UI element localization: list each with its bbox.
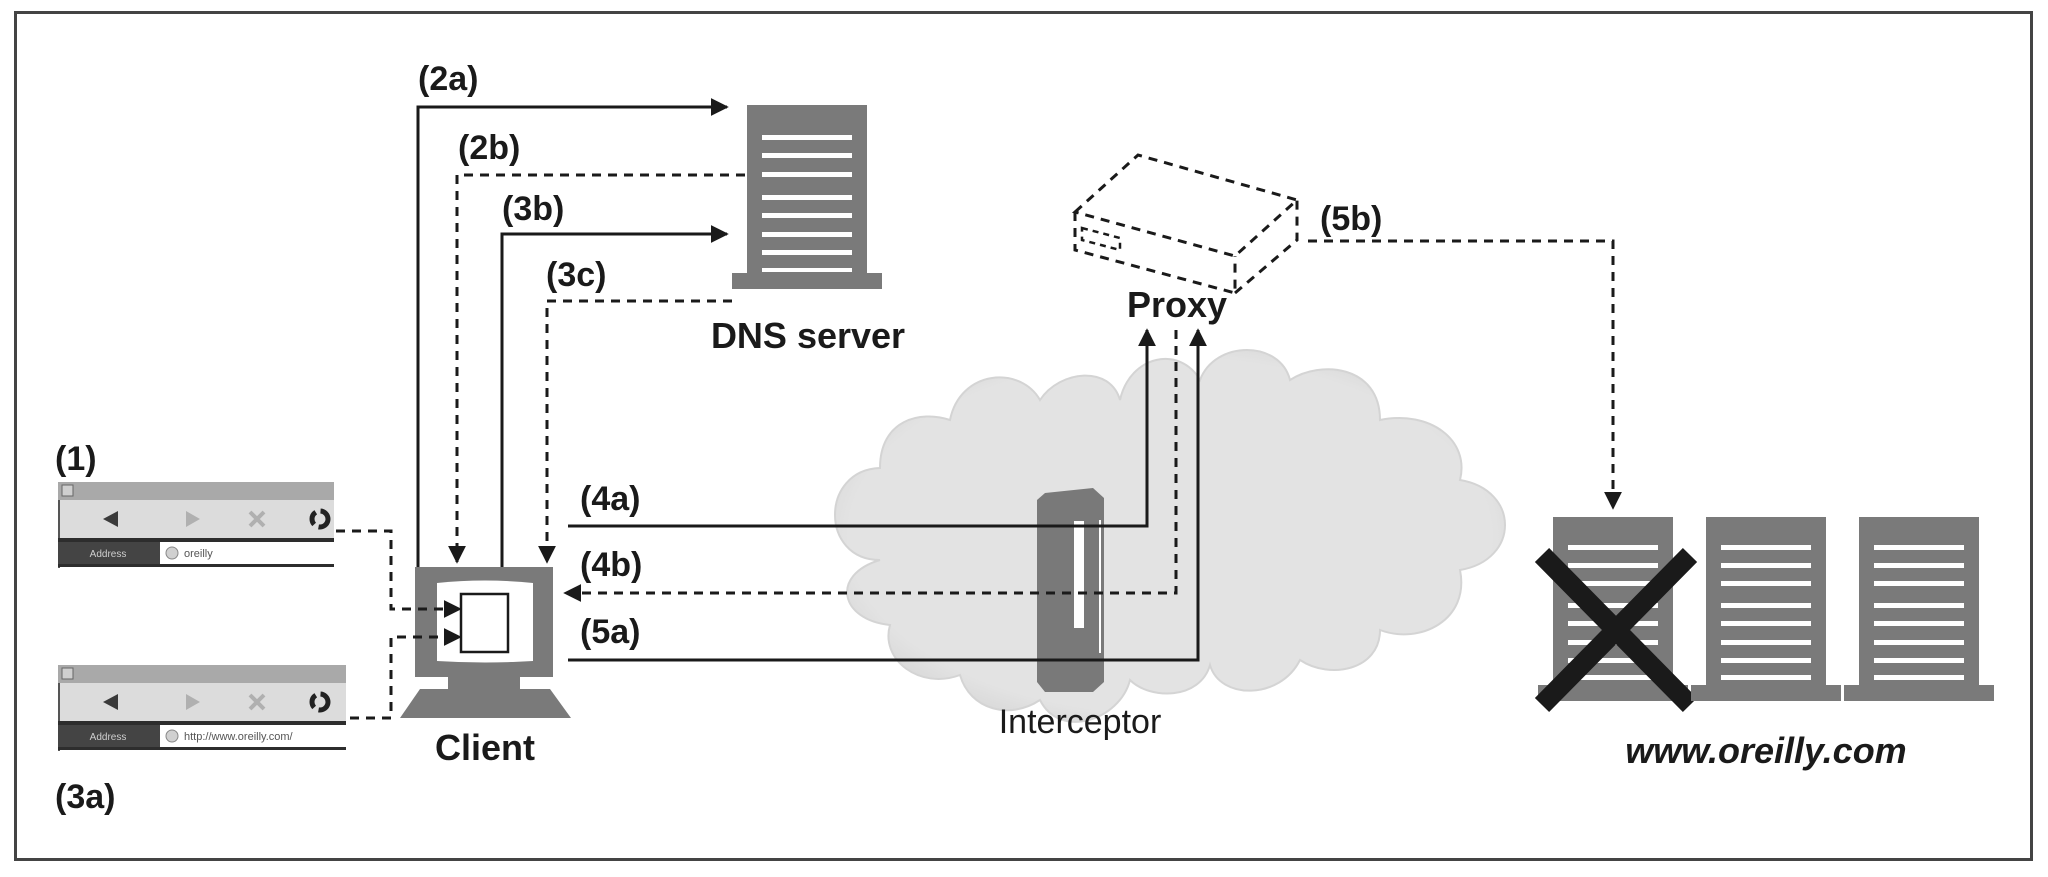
forward-icon[interactable] <box>186 694 200 710</box>
edge-3b <box>500 225 729 567</box>
dns-server-icon <box>732 105 882 289</box>
failed-x-icon <box>1534 547 1698 713</box>
reload-icon[interactable] <box>309 691 331 713</box>
step-label-3c: (3c) <box>546 256 606 294</box>
forward-icon[interactable] <box>186 511 200 527</box>
step-label-1: (1) <box>55 440 97 478</box>
edge-2b <box>448 173 745 564</box>
client-label: Client <box>435 727 535 768</box>
edge-3a <box>350 628 462 720</box>
back-icon[interactable] <box>103 511 118 527</box>
proxy-icon <box>1071 153 1301 295</box>
step-label-5b: (5b) <box>1320 200 1382 238</box>
step-label-2b: (2b) <box>458 129 520 167</box>
address-bar[interactable] <box>160 542 334 564</box>
edge-5b <box>1308 239 1622 510</box>
client-computer-icon <box>400 567 571 718</box>
edge-2a <box>416 98 729 567</box>
edge-5a <box>568 328 1207 662</box>
edge-4a <box>568 328 1156 528</box>
address-input[interactable]: oreilly <box>184 548 213 560</box>
step-label-4b: (4b) <box>580 546 642 584</box>
step-label-3a: (3a) <box>55 778 115 816</box>
step-label-4a: (4a) <box>580 480 640 518</box>
step-label-3b: (3b) <box>502 190 564 228</box>
server-slats <box>762 135 852 272</box>
origin-server-3-icon <box>1844 517 1994 701</box>
edge-1 <box>336 529 462 618</box>
address-bar[interactable] <box>160 725 346 747</box>
interceptor-icon <box>1037 488 1104 692</box>
address-input[interactable]: http://www.oreilly.com/ <box>184 731 294 743</box>
stop-icon[interactable] <box>248 510 266 528</box>
edge-3c <box>538 299 732 564</box>
step-label-5a: (5a) <box>580 613 640 651</box>
edge-4b <box>563 330 1178 602</box>
address-label: Address <box>90 732 127 743</box>
dns-server-label: DNS server <box>711 315 905 356</box>
origin-label: www.oreilly.com <box>1625 730 1906 771</box>
origin-server-2-icon <box>1691 517 1841 701</box>
proxy-label: Proxy <box>1127 284 1227 325</box>
stop-icon[interactable] <box>248 693 266 711</box>
step-label-2a: (2a) <box>418 60 478 98</box>
browser-window-1: Address oreilly <box>58 482 334 568</box>
back-icon[interactable] <box>103 694 118 710</box>
interceptor-label: Interceptor <box>999 703 1162 741</box>
browser-window-2: Address http://www.oreilly.com/ <box>58 665 346 751</box>
network-cloud <box>834 349 1506 723</box>
reload-icon[interactable] <box>309 508 331 530</box>
address-label: Address <box>90 549 127 560</box>
frame-border <box>14 11 2033 861</box>
